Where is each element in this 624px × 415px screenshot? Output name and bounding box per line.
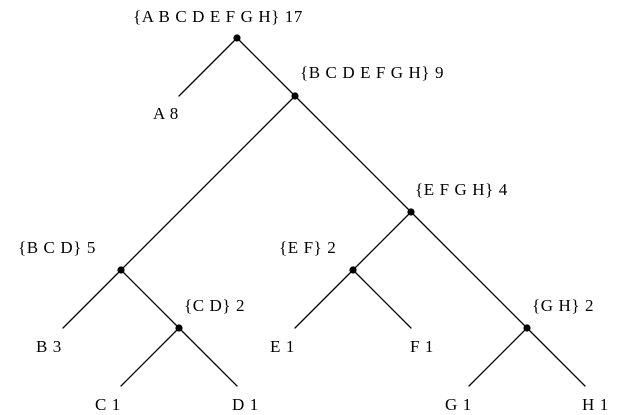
edge-ef-f — [352, 269, 412, 329]
labels-layer: {A B C D E F G H} 17 {B C D E F G H} 9 {… — [18, 7, 609, 414]
edge-bcdefgh-bcd — [120, 95, 296, 271]
leaf-label-a: A 8 — [153, 104, 179, 123]
leaf-label-h: H 1 — [582, 395, 609, 414]
node-label-gh: {G H} 2 — [532, 296, 594, 315]
edge-cd-c — [120, 327, 180, 387]
node-dot-ef — [349, 266, 357, 274]
leaf-label-b: B 3 — [36, 337, 62, 356]
node-dot-root — [233, 34, 241, 42]
edge-bcd-cd — [120, 269, 180, 329]
edge-bcdefgh-efgh — [294, 95, 412, 213]
node-label-cd: {C D} 2 — [184, 296, 245, 315]
node-dot-bcd — [117, 266, 125, 274]
node-dot-bcdefgh — [291, 92, 299, 100]
leaf-label-e: E 1 — [270, 337, 295, 356]
edge-root-bcdefgh — [236, 37, 296, 97]
node-label-ef: {E F} 2 — [279, 238, 336, 257]
edge-cd-d — [178, 327, 238, 387]
leaf-label-f: F 1 — [410, 337, 434, 356]
node-label-bcdefgh: {B C D E F G H} 9 — [300, 63, 444, 82]
edge-efgh-gh — [410, 211, 528, 329]
node-dot-efgh — [407, 208, 415, 216]
leaf-label-d: D 1 — [232, 395, 259, 414]
leaf-label-g: G 1 — [445, 395, 472, 414]
edge-gh-g — [468, 327, 528, 387]
node-dot-cd — [175, 324, 183, 332]
nodes-layer — [117, 34, 531, 332]
leaf-label-c: C 1 — [95, 395, 121, 414]
edge-efgh-ef — [352, 211, 412, 271]
edge-bcd-b — [62, 269, 122, 329]
edge-ef-e — [294, 269, 354, 329]
edge-root-a — [178, 37, 238, 97]
node-label-efgh: {E F G H} 4 — [415, 180, 508, 199]
node-label-bcd: {B C D} 5 — [18, 238, 96, 257]
node-dot-gh — [523, 324, 531, 332]
edges-layer — [62, 37, 586, 387]
edge-gh-h — [526, 327, 586, 387]
node-label-root: {A B C D E F G H} 17 — [133, 7, 303, 26]
